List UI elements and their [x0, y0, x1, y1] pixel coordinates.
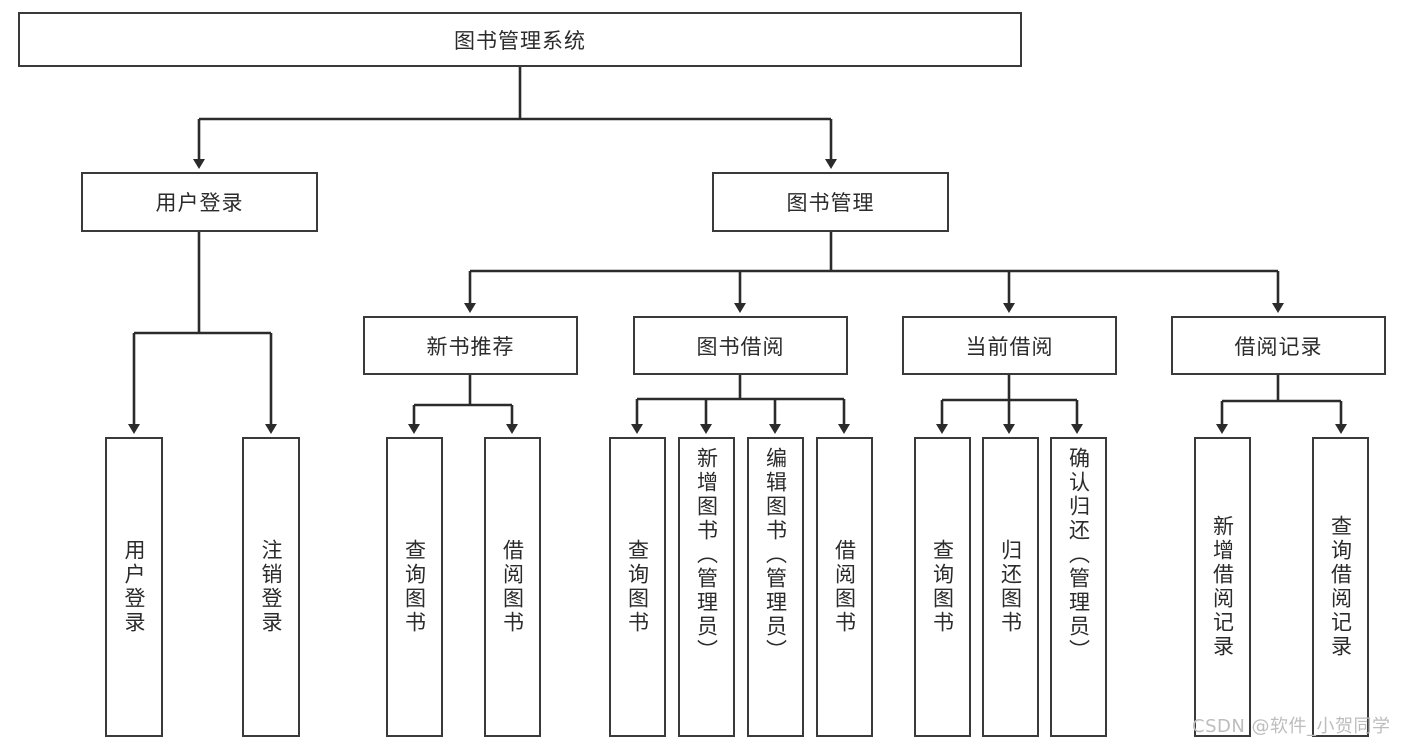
leaf-borrow-book[interactable]: 借阅图书 — [816, 437, 873, 737]
csdn-watermark: CSDN @软件_小贺同学 — [1192, 716, 1391, 737]
node-label: 图书管理 — [786, 191, 875, 215]
leaf-label: 编辑图书（管理员） — [763, 447, 788, 663]
node-book-borrow[interactable]: 图书借阅 — [633, 316, 848, 375]
leaf-label: 归还图书 — [998, 539, 1023, 635]
leaf-label: 查询图书 — [402, 539, 427, 635]
node-book-management[interactable]: 图书管理 — [712, 172, 949, 232]
node-label: 图书借阅 — [696, 334, 785, 359]
leaf-query-book-borrow[interactable]: 查询图书 — [609, 437, 666, 737]
node-label: 图书管理系统 — [454, 28, 586, 53]
leaf-add-book-admin[interactable]: 新增图书（管理员） — [678, 437, 735, 737]
node-label: 借阅记录 — [1234, 334, 1323, 359]
leaf-add-borrow-record[interactable]: 新增借阅记录 — [1194, 437, 1251, 737]
node-root-book-management-system[interactable]: 图书管理系统 — [18, 12, 1022, 67]
node-borrow-record[interactable]: 借阅记录 — [1171, 316, 1386, 375]
leaf-return-book[interactable]: 归还图书 — [982, 437, 1039, 737]
node-label: 新书推荐 — [426, 334, 515, 359]
leaf-label: 查询图书 — [930, 539, 955, 635]
leaf-label: 查询图书 — [625, 539, 650, 635]
leaf-user-login[interactable]: 用户登录 — [105, 437, 163, 737]
node-label: 用户登录 — [155, 191, 244, 215]
leaf-label: 借阅图书 — [832, 539, 857, 635]
node-new-book-recommend[interactable]: 新书推荐 — [363, 316, 578, 375]
leaf-query-book-current[interactable]: 查询图书 — [914, 437, 971, 737]
leaf-label: 新增图书（管理员） — [694, 447, 719, 663]
leaf-logout[interactable]: 注销登录 — [242, 437, 300, 737]
leaf-query-book-recommend[interactable]: 查询图书 — [386, 437, 443, 737]
leaf-edit-book-admin[interactable]: 编辑图书（管理员） — [747, 437, 804, 737]
leaf-confirm-return-admin[interactable]: 确认归还（管理员） — [1050, 437, 1107, 737]
node-label: 当前借阅 — [965, 334, 1054, 359]
leaf-label: 新增借阅记录 — [1210, 515, 1235, 659]
leaf-label: 确认归还（管理员） — [1066, 447, 1091, 663]
node-user-login[interactable]: 用户登录 — [81, 172, 318, 232]
leaf-label: 用户登录 — [122, 539, 147, 635]
node-current-borrow[interactable]: 当前借阅 — [902, 316, 1117, 375]
leaf-query-borrow-record[interactable]: 查询借阅记录 — [1312, 437, 1369, 737]
leaf-label: 借阅图书 — [500, 539, 525, 635]
leaf-label: 查询借阅记录 — [1328, 515, 1353, 659]
leaf-borrow-book-recommend[interactable]: 借阅图书 — [484, 437, 541, 737]
leaf-label: 注销登录 — [259, 539, 284, 635]
